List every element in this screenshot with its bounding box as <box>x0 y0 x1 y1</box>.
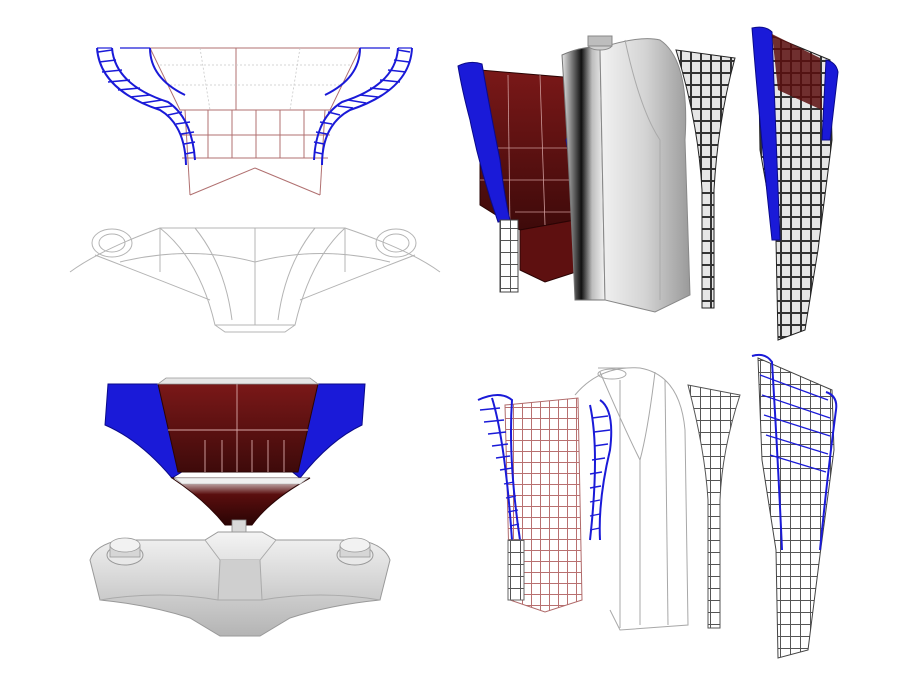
panel-bottom-right-wireframe <box>477 353 838 659</box>
panel-bottom-left-shaded <box>89 377 391 637</box>
panel-top-right-shaded <box>457 26 839 341</box>
panel-top-left-wireframe <box>69 47 441 333</box>
